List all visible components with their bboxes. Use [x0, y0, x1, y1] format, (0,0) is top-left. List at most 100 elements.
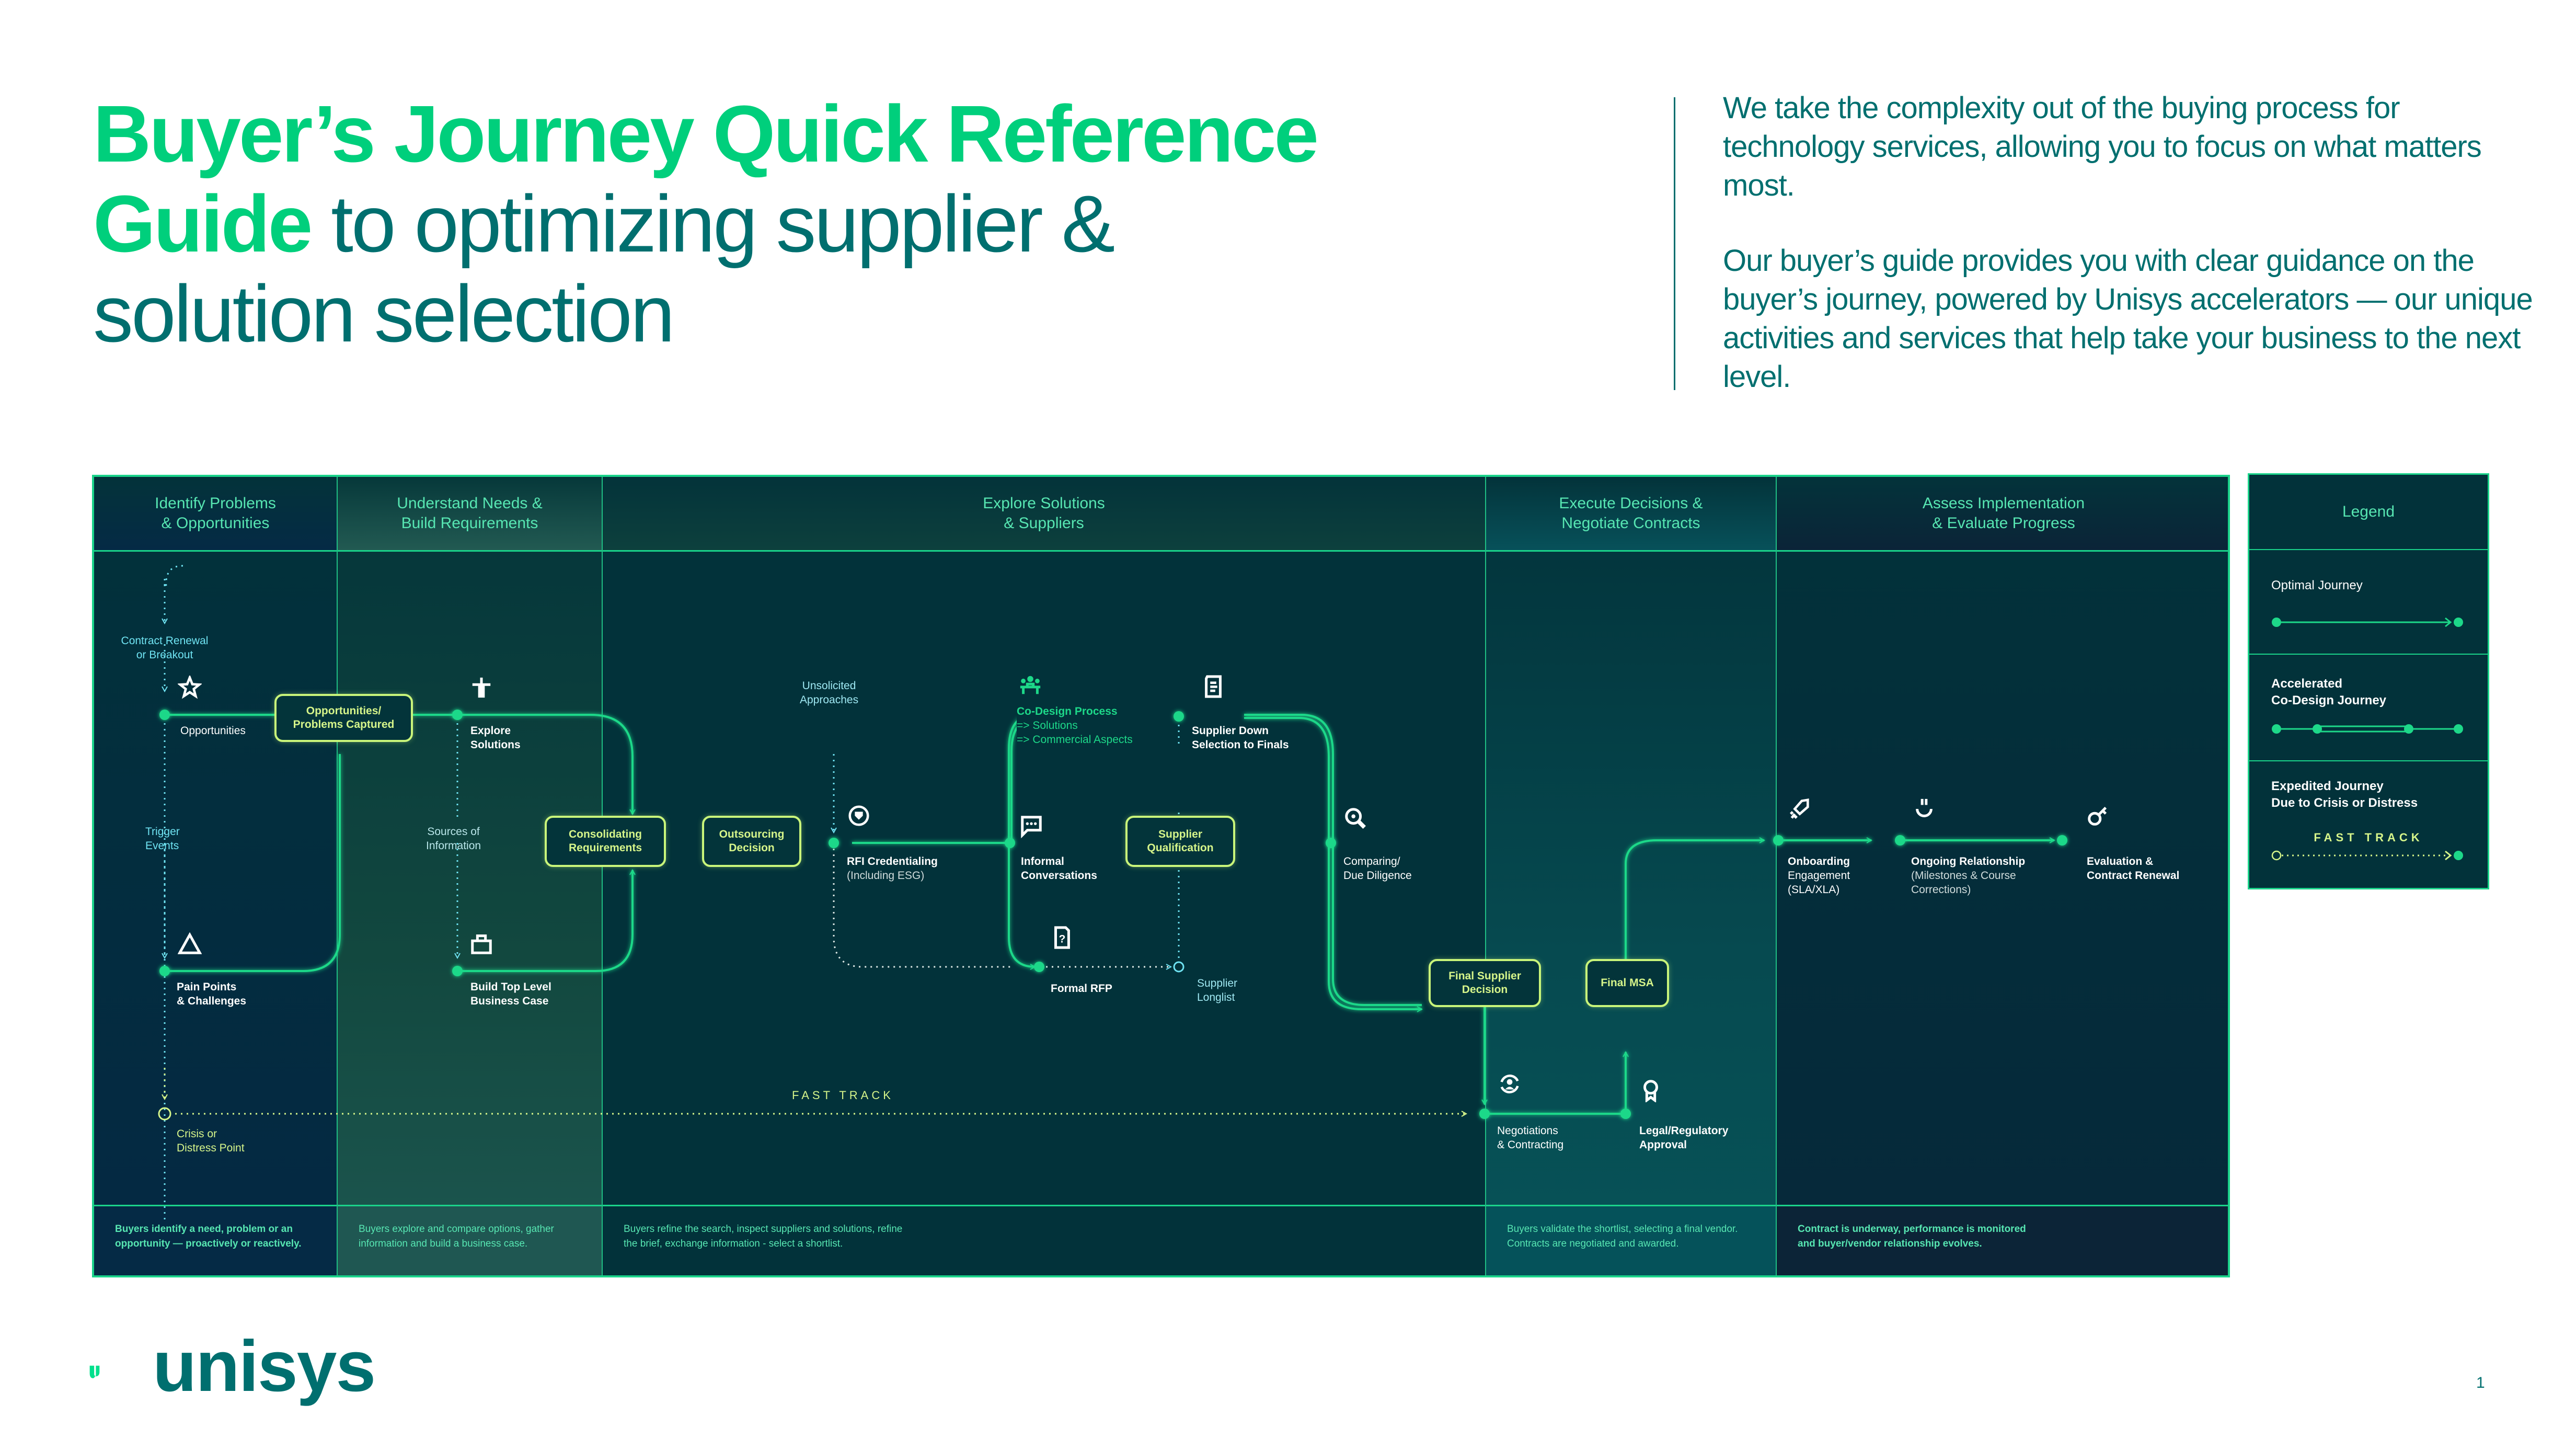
node-legal: [1620, 1109, 1631, 1119]
legend-fast-track-line: [2271, 850, 2463, 861]
legend-co-design-line: [2272, 724, 2463, 734]
step-comparing: Comparing/Due Diligence: [1343, 855, 1412, 882]
node-informal: [1005, 838, 1015, 848]
page-number: 1: [2476, 1374, 2485, 1391]
journey-board: Identify Problems& Opportunities Buyers …: [92, 475, 2230, 1277]
node-explore: [452, 710, 463, 720]
warning-triangle-icon: [178, 932, 202, 954]
star-icon: [178, 676, 202, 699]
intro-text: We take the complexity out of the buying…: [1723, 89, 2538, 433]
node-ongoing: [1895, 835, 1905, 846]
decision-opportunities-captured: Opportunities/Problems Captured: [274, 694, 413, 742]
award-ribbon-icon: [1643, 1080, 1658, 1102]
node-business-case: [452, 966, 463, 976]
step-ongoing: Ongoing Relationship(Milestones & Course…: [1911, 855, 2026, 896]
intro-paragraph: Our buyer’s guide provides you with clea…: [1723, 244, 2533, 394]
legend-optimal-line: [2272, 617, 2463, 627]
journey-flow-lines: [158, 565, 2067, 1219]
shield-refresh-icon: [848, 805, 869, 826]
stage-header: Understand Needs &Build Requirements: [338, 477, 602, 552]
step-opportunities: Opportunities: [180, 725, 246, 737]
legend-fast-track-label: FAST TRACK: [2314, 831, 2423, 844]
node-opportunities: [159, 710, 170, 720]
stage-header: Execute Decisions &Negotiate Contracts: [1486, 477, 1776, 552]
stage-description: Buyers explore and compare options, gath…: [338, 1205, 602, 1275]
decision-final-msa: Final MSA: [1585, 959, 1669, 1007]
step-negotiations: Negotiations& Contracting: [1497, 1125, 1564, 1151]
contract-renewal-line: [164, 565, 183, 589]
node-down-selection: [1174, 711, 1184, 722]
key-icon: [2088, 806, 2107, 826]
annotation-dotted-lines: [164, 565, 1179, 1219]
node-pain-points: [159, 966, 170, 976]
unisys-wordmark: unisys: [153, 1326, 376, 1407]
chat-bubble-icon: [1021, 816, 1042, 838]
rfp-dotted: [833, 843, 1171, 967]
smile-icon: [1916, 798, 1933, 817]
stage-column-execute: Execute Decisions &Negotiate Contracts B…: [1486, 477, 1777, 1275]
magnifier-icon: [1345, 808, 1366, 829]
node-formal-rfp: [1034, 962, 1044, 972]
node-rfi: [829, 838, 839, 848]
stage-header: Identify Problems& Opportunities: [94, 477, 337, 552]
unisys-logo-mark: [89, 1365, 100, 1378]
stage-header: Assess Implementation& Evaluate Progress: [1777, 477, 2228, 552]
step-rfi: RFI Credentialing(Including ESG): [847, 855, 938, 882]
crisis-point-node: [158, 1107, 171, 1121]
title-rest: to optimizing supplier & solution select…: [93, 179, 1115, 359]
rocket-icon: [1789, 798, 1809, 819]
user-refresh-icon: [1500, 1075, 1519, 1093]
stage-column-understand: Understand Needs &Build Requirements Buy…: [338, 477, 603, 1275]
legend-item-co-design: Accelerated Co-Design Journey: [2249, 655, 2488, 761]
co-design-process-label: Co-Design Process => Solutions => Commer…: [1017, 704, 1135, 747]
stage-description: Buyers identify a need, problem or an op…: [94, 1205, 337, 1275]
node-comparing: [1326, 838, 1336, 848]
legend-panel: Legend Optimal Journey Accelerated Co-De…: [2248, 473, 2489, 889]
page-title: Buyer’s Journey Quick Reference Guide to…: [93, 89, 1348, 359]
journey-nodes: [159, 710, 2067, 1119]
stage-description: Buyers validate the shortlist, selecting…: [1486, 1205, 1776, 1275]
legend-title: Legend: [2249, 475, 2488, 550]
step-formal-rfp: Formal RFP: [1051, 983, 1112, 995]
svg-text:?: ?: [1059, 933, 1066, 945]
document-question-icon: ?: [1054, 926, 1070, 949]
fast-track-label: FAST TRACK: [792, 1089, 894, 1102]
optimal-journey-lines: [165, 715, 2054, 1114]
briefcase-icon: [471, 934, 492, 954]
legend-item-optimal: Optimal Journey: [2249, 550, 2488, 655]
signpost-icon: [472, 677, 491, 698]
stage-description: Contract is underway, performance is mon…: [1777, 1205, 2228, 1275]
node-evaluation: [2057, 835, 2067, 846]
step-pain-points: Pain Points& Challenges: [177, 981, 247, 1007]
legend-item-expedited: Expedited Journey Due to Crisis or Distr…: [2249, 761, 2488, 887]
stage-description: Buyers refine the search, inspect suppli…: [603, 1205, 1485, 1275]
stage-header: Explore Solutions& Suppliers: [603, 477, 1485, 552]
document-list-icon: [1205, 675, 1222, 698]
stage-column-assess: Assess Implementation& Evaluate Progress…: [1777, 477, 2228, 1275]
node-negotiations: [1479, 1109, 1490, 1119]
intro-divider: [1674, 97, 1675, 390]
intro-paragraph: We take the complexity out of the buying…: [1723, 91, 2482, 202]
stage-column-identify: Identify Problems& Opportunities Buyers …: [94, 477, 338, 1275]
node-onboarding: [1773, 835, 1784, 846]
node-supplier-longlist: [1173, 961, 1184, 973]
step-evaluation: Evaluation &Contract Renewal: [2087, 855, 2180, 882]
title-highlight: Buyer’s Journey Quick Reference Guide: [93, 89, 1319, 269]
co-design-people-icon: [1020, 676, 1041, 694]
